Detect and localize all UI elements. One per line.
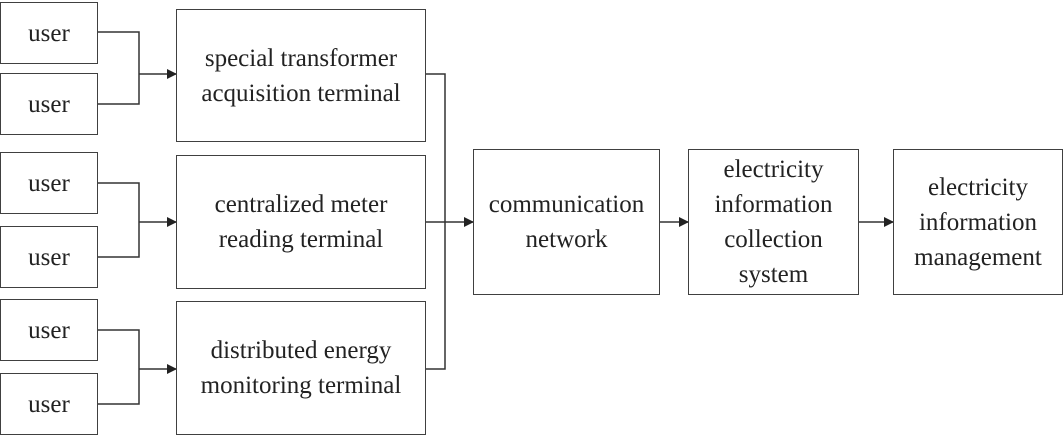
connector-user6-to-distributed <box>97 369 140 405</box>
user-label-6: user <box>28 390 70 418</box>
distributed-energy-terminal-label: distributed energy monitoring terminal <box>200 337 402 399</box>
user-box-6: user <box>0 373 98 435</box>
special-transformer-terminal-label: special transformer acquisition terminal <box>201 44 401 107</box>
user-box-4: user <box>0 226 98 288</box>
user-box-3: user <box>0 152 98 214</box>
collection-system-box: electricity information collection syste… <box>688 149 859 295</box>
user-label-3: user <box>28 169 70 197</box>
communication-network-label: communication network <box>488 191 645 253</box>
information-management-label: electricity information management <box>914 173 1042 271</box>
user-label-1: user <box>28 19 70 47</box>
connector-special-to-bus <box>426 73 446 222</box>
distributed-energy-terminal-box: distributed energy monitoring terminal <box>176 301 426 435</box>
information-management-box: electricity information management <box>893 149 1063 295</box>
user-label-2: user <box>28 90 70 118</box>
connector-user1-to-special <box>97 31 140 74</box>
special-transformer-terminal-box: special transformer acquisition terminal <box>176 9 426 142</box>
connector-distributed-to-bus <box>426 222 446 370</box>
user-label-5: user <box>28 316 70 344</box>
connector-user3-to-centralized <box>97 182 140 222</box>
centralized-meter-terminal-label: centralized meter reading terminal <box>214 191 388 253</box>
user-box-2: user <box>0 73 98 135</box>
collection-system-label: electricity information collection syste… <box>714 156 833 288</box>
user-box-1: user <box>0 2 98 64</box>
centralized-meter-terminal-box: centralized meter reading terminal <box>176 155 426 289</box>
user-label-4: user <box>28 243 70 271</box>
connector-user2-to-special <box>97 74 140 105</box>
connector-user5-to-distributed <box>97 329 140 369</box>
communication-network-box: communication network <box>473 149 660 295</box>
user-box-5: user <box>0 299 98 361</box>
connector-user4-to-centralized <box>97 222 140 258</box>
